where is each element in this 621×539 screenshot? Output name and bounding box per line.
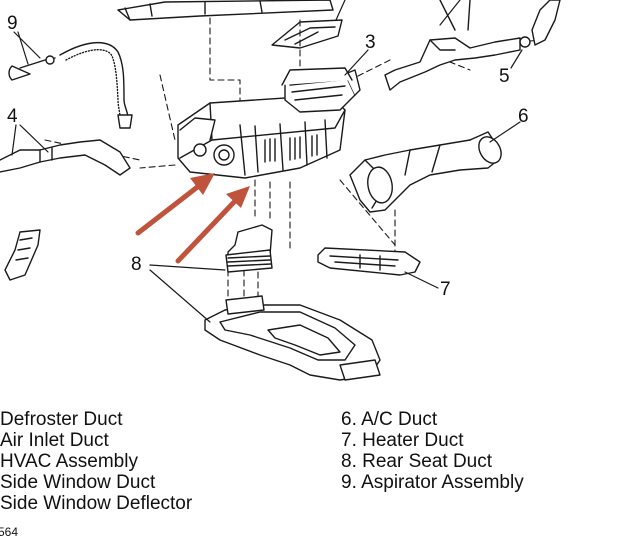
- callout-6: 6: [518, 106, 529, 127]
- legend-item-hvac-assembly: HVAC Assembly: [0, 451, 138, 472]
- legend-right: 6. A/C Duct 7. Heater Duct 8. Rear Seat …: [341, 409, 524, 493]
- side-window-deflector-top: [271, 19, 343, 49]
- callout-7: 7: [440, 279, 451, 300]
- ac-duct: [349, 131, 502, 213]
- legend-item-side-window-duct: Side Window Duct: [0, 472, 156, 493]
- defroster-duct: [117, 0, 334, 21]
- legend-item-aspirator-assembly: 9. Aspirator Assembly: [341, 472, 524, 493]
- side-window-duct-right: [384, 0, 561, 91]
- legend-item-side-window-deflector: Side Window Deflector: [0, 493, 193, 514]
- heater-duct: [317, 247, 421, 276]
- highlight-arrow-icon: [135, 173, 215, 236]
- legend-item-air-inlet-duct: Air Inlet Duct: [0, 430, 109, 451]
- legend-item-heater-duct: 7. Heater Duct: [341, 430, 464, 451]
- highlight-arrows: [135, 173, 250, 264]
- callout-3: 3: [365, 32, 376, 53]
- side-window-duct-left: [0, 139, 131, 176]
- leader-lines: [11, 0, 523, 323]
- aspirator-assembly: [8, 42, 133, 129]
- side-window-deflector-left: [4, 229, 41, 281]
- legend-item-rear-seat-duct: 8. Rear Seat Duct: [341, 451, 493, 472]
- legend-left: Defroster Duct Air Inlet Duct HVAC Assem…: [0, 409, 192, 514]
- callout-4: 4: [7, 106, 18, 127]
- legend-item-defroster-duct: Defroster Duct: [0, 409, 123, 430]
- callout-8: 8: [131, 254, 142, 275]
- highlight-arrow-icon: [175, 186, 250, 264]
- air-inlet-duct: [281, 67, 353, 86]
- callout-9: 9: [7, 13, 18, 34]
- legend-item-ac-duct: 6. A/C Duct: [341, 409, 438, 430]
- rear-seat-duct: [204, 224, 381, 381]
- figure-code: 564: [0, 525, 19, 539]
- callout-labels: 9 4 3 5 6 7 8: [7, 13, 529, 300]
- hvac-assembly: [177, 69, 361, 179]
- callout-5: 5: [499, 66, 510, 87]
